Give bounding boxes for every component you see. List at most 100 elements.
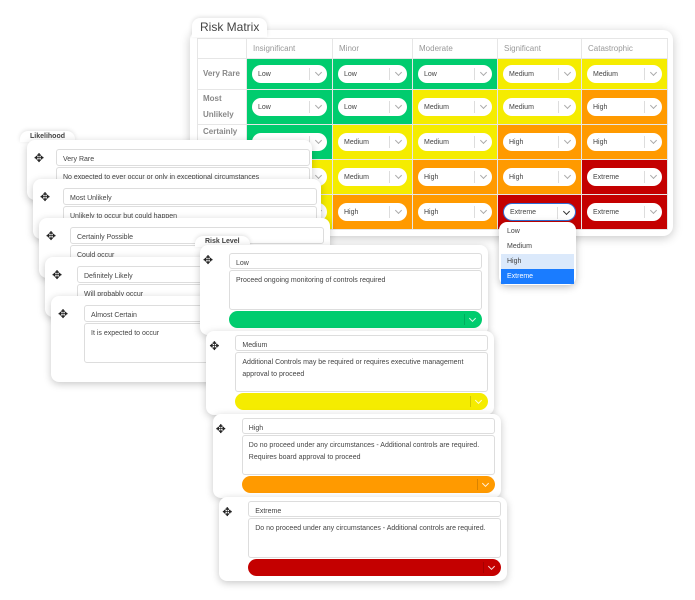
risk-level-name-input[interactable]: Extreme bbox=[248, 501, 502, 517]
matrix-cell: Medium bbox=[332, 159, 413, 195]
chevron-down-icon[interactable] bbox=[389, 68, 407, 80]
move-handle-icon[interactable]: ✥ bbox=[209, 339, 220, 353]
risk-level-color-select[interactable] bbox=[229, 311, 482, 328]
chevron-down-icon[interactable] bbox=[557, 207, 575, 219]
risk-select[interactable]: Extreme bbox=[587, 168, 662, 186]
risk-level-name-input[interactable]: Medium bbox=[235, 335, 489, 351]
chevron-down-icon[interactable] bbox=[558, 136, 576, 148]
risk-select-value: High bbox=[509, 138, 524, 146]
risk-level-name-input[interactable]: High bbox=[241, 418, 495, 434]
column-header: Minor bbox=[332, 38, 413, 59]
risk-select[interactable]: Extreme bbox=[503, 203, 576, 221]
chevron-down-icon[interactable] bbox=[464, 314, 478, 325]
move-handle-icon[interactable]: ✥ bbox=[34, 151, 45, 165]
risk-level-color-select[interactable] bbox=[248, 559, 502, 576]
move-handle-icon[interactable]: ✥ bbox=[203, 253, 214, 267]
move-handle-icon[interactable]: ✥ bbox=[40, 190, 51, 204]
risk-select[interactable]: Medium bbox=[503, 98, 576, 116]
risk-level-description-input[interactable]: Proceed ongoing monitoring of controls r… bbox=[229, 270, 482, 310]
move-handle-icon[interactable]: ✥ bbox=[46, 229, 57, 243]
likelihood-name-input[interactable]: Most Unlikely bbox=[63, 188, 317, 205]
chevron-down-icon[interactable] bbox=[483, 562, 497, 573]
dropdown-option[interactable]: Low bbox=[507, 228, 520, 235]
risk-level-description-input[interactable]: Do no proceed under any circumstances - … bbox=[241, 435, 495, 475]
risk-level-title: Risk Level bbox=[195, 236, 250, 247]
risk-select-value: High bbox=[424, 208, 439, 216]
chevron-down-icon[interactable] bbox=[474, 206, 492, 218]
risk-select[interactable]: Medium bbox=[338, 168, 407, 186]
risk-level-description-input[interactable]: Additional Controls may be required or r… bbox=[235, 352, 489, 392]
move-handle-icon[interactable]: ✥ bbox=[58, 307, 69, 321]
chevron-down-icon[interactable] bbox=[474, 68, 492, 80]
chevron-down-icon[interactable] bbox=[644, 68, 662, 80]
dropdown-option[interactable]: High bbox=[501, 254, 574, 269]
chevron-down-icon[interactable] bbox=[309, 101, 327, 113]
risk-level-description-input[interactable]: Do no proceed under any circumstances - … bbox=[248, 518, 502, 558]
risk-select[interactable]: Medium bbox=[503, 65, 576, 83]
risk-select[interactable]: High bbox=[338, 203, 407, 221]
risk-select[interactable]: High bbox=[503, 133, 576, 151]
risk-select[interactable]: High bbox=[418, 168, 492, 186]
risk-select[interactable]: High bbox=[503, 168, 576, 186]
matrix-cell: Medium bbox=[412, 89, 498, 125]
dropdown-option[interactable]: Medium bbox=[507, 243, 532, 250]
chevron-down-icon[interactable] bbox=[389, 206, 407, 218]
chevron-down-icon[interactable] bbox=[558, 101, 576, 113]
risk-select[interactable]: Medium bbox=[418, 98, 492, 116]
matrix-cell: High bbox=[412, 194, 498, 230]
risk-level-color-select[interactable] bbox=[235, 393, 489, 410]
corner-cell bbox=[197, 38, 247, 59]
risk-select-value: Medium bbox=[344, 138, 369, 146]
risk-select[interactable]: Extreme bbox=[587, 203, 662, 221]
chevron-down-icon[interactable] bbox=[474, 101, 492, 113]
risk-select-value: Extreme bbox=[593, 208, 620, 216]
chevron-down-icon[interactable] bbox=[476, 479, 491, 490]
chevron-down-icon[interactable] bbox=[558, 68, 576, 80]
matrix-cell: Medium bbox=[581, 58, 668, 90]
matrix-cell: Low bbox=[246, 89, 333, 125]
chevron-down-icon[interactable] bbox=[644, 136, 662, 148]
dropdown-option[interactable]: Extreme bbox=[501, 269, 574, 284]
chevron-down-icon[interactable] bbox=[309, 68, 327, 80]
risk-select[interactable]: Low bbox=[338, 65, 407, 83]
matrix-cell: Low bbox=[412, 58, 498, 90]
chevron-down-icon[interactable] bbox=[470, 396, 484, 407]
risk-level-color-select[interactable] bbox=[241, 476, 495, 493]
chevron-down-icon[interactable] bbox=[389, 101, 407, 113]
move-handle-icon[interactable]: ✥ bbox=[215, 422, 226, 436]
matrix-cell: High bbox=[497, 124, 582, 160]
matrix-cell: Medium bbox=[497, 58, 582, 90]
chevron-down-icon[interactable] bbox=[474, 136, 492, 148]
risk-select[interactable]: Low bbox=[252, 65, 327, 83]
risk-level-name-input[interactable]: Low bbox=[229, 253, 482, 269]
matrix-cell: High bbox=[497, 159, 582, 195]
risk-select-value: Extreme bbox=[593, 173, 620, 181]
chevron-down-icon[interactable] bbox=[389, 136, 407, 148]
chevron-down-icon[interactable] bbox=[558, 171, 576, 183]
risk-select[interactable]: Low bbox=[418, 65, 492, 83]
risk-select-value: Low bbox=[344, 103, 357, 111]
chevron-down-icon[interactable] bbox=[644, 171, 662, 183]
risk-select-value: Medium bbox=[424, 103, 449, 111]
risk-select[interactable]: High bbox=[418, 203, 492, 221]
risk-select[interactable]: Medium bbox=[338, 133, 407, 151]
chevron-down-icon[interactable] bbox=[474, 171, 492, 183]
matrix-cell: Medium bbox=[332, 124, 413, 160]
chevron-down-icon[interactable] bbox=[644, 101, 662, 113]
likelihood-name-input[interactable]: Very Rare bbox=[56, 149, 310, 166]
risk-select[interactable]: Medium bbox=[587, 65, 662, 83]
risk-select[interactable]: Medium bbox=[418, 133, 492, 151]
risk-select[interactable]: High bbox=[587, 98, 662, 116]
move-handle-icon[interactable]: ✥ bbox=[52, 268, 63, 282]
chevron-down-icon[interactable] bbox=[389, 171, 407, 183]
chevron-down-icon[interactable] bbox=[644, 206, 662, 218]
matrix-cell: Extreme bbox=[581, 159, 668, 195]
risk-select[interactable]: High bbox=[587, 133, 662, 151]
move-handle-icon[interactable]: ✥ bbox=[222, 505, 233, 519]
risk-select[interactable]: Low bbox=[252, 98, 327, 116]
risk-select[interactable]: Low bbox=[338, 98, 407, 116]
